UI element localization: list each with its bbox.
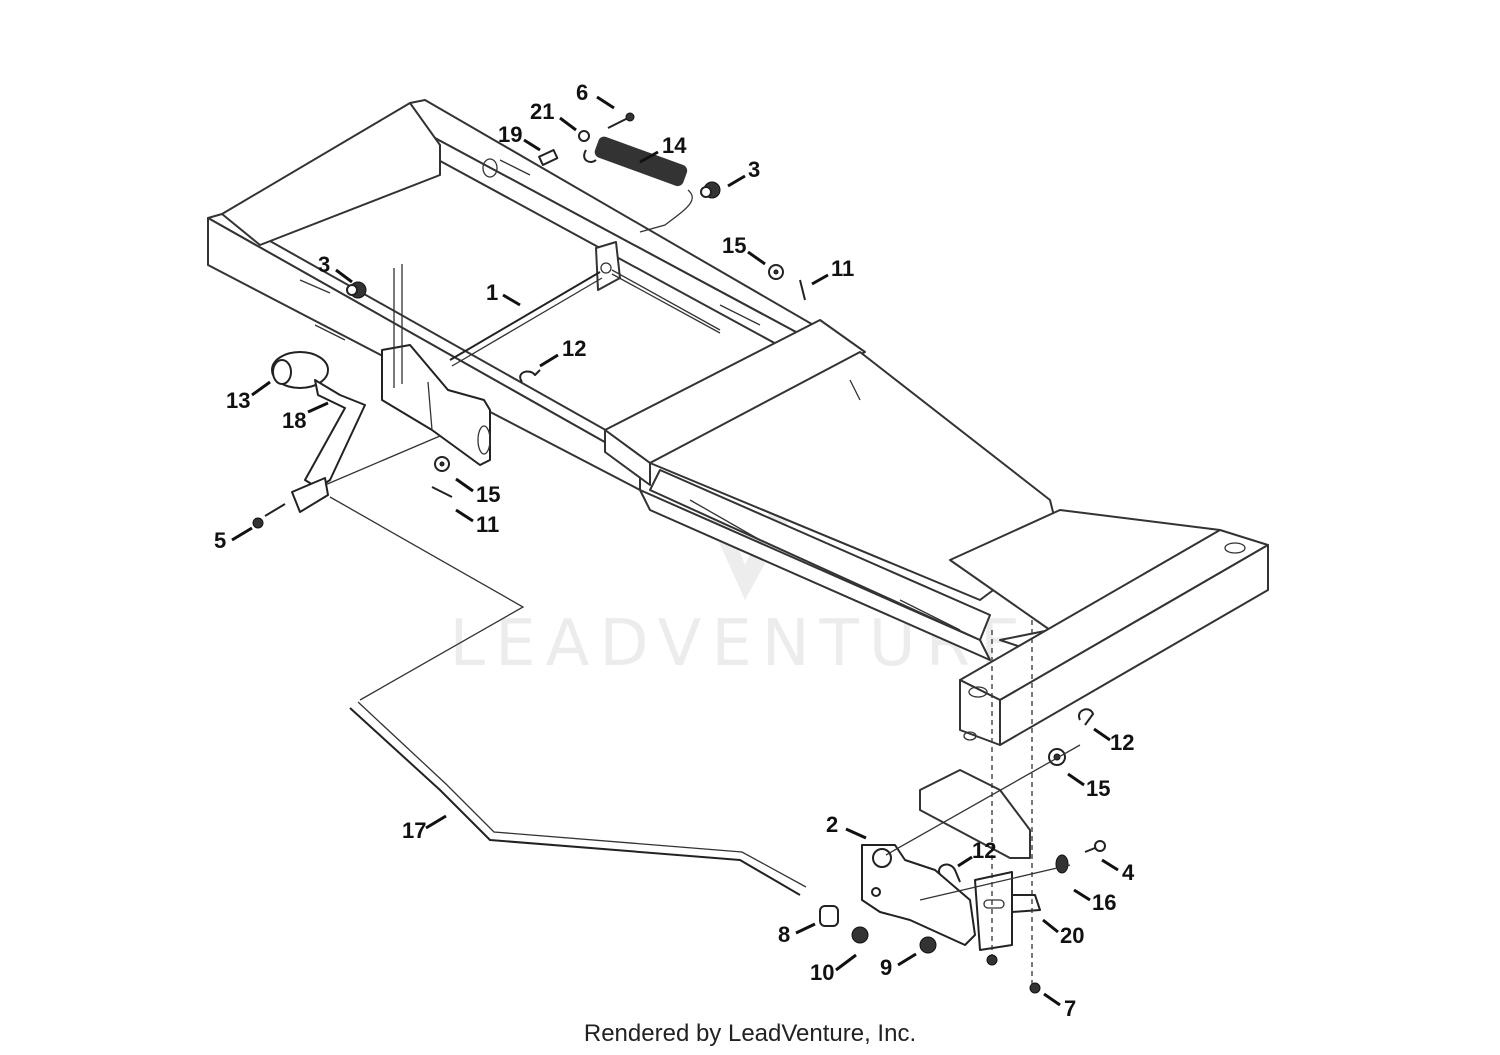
pin-11-b <box>431 486 453 498</box>
pin-11-a <box>799 279 806 301</box>
callout-15-left: 15 <box>476 482 500 507</box>
footer-credit: Rendered by LeadVenture, Inc. <box>583 1020 917 1047</box>
callout-labels: 6 21 19 14 3 15 11 3 1 12 13 18 15 11 5 … <box>214 80 1135 1021</box>
parts <box>252 112 1106 994</box>
callout-18: 18 <box>282 408 306 433</box>
callout-5: 5 <box>214 528 226 553</box>
callout-14: 14 <box>662 133 687 158</box>
spacer-16 <box>1055 854 1069 874</box>
callout-13: 13 <box>226 388 250 413</box>
callout-12-lever: 12 <box>972 838 996 863</box>
rod-17 <box>349 707 801 896</box>
nut-3-left <box>346 281 367 299</box>
callout-6: 6 <box>576 80 588 105</box>
callout-12-left: 12 <box>562 336 586 361</box>
callout-3-rear: 3 <box>748 157 760 182</box>
lever-plate-2 <box>861 844 976 946</box>
bushing-8 <box>819 905 839 927</box>
screw-7-b <box>1029 982 1041 994</box>
callout-2: 2 <box>826 812 838 837</box>
callout-12-front: 12 <box>1110 730 1134 755</box>
callout-3-left: 3 <box>318 252 330 277</box>
callout-4: 4 <box>1122 860 1135 885</box>
clip-12-a <box>519 369 541 383</box>
leader-lines <box>231 95 1119 1007</box>
pedal-pad-13 <box>271 351 329 389</box>
bolt-5 <box>252 517 264 529</box>
callout-9: 9 <box>880 955 892 980</box>
callout-7: 7 <box>1064 996 1076 1021</box>
callout-8: 8 <box>778 922 790 947</box>
nut-3-rear <box>700 181 721 199</box>
callout-11-left: 11 <box>476 512 499 537</box>
callout-16: 16 <box>1092 890 1116 915</box>
bolt-6 <box>607 117 629 129</box>
bracket-20 <box>974 871 1013 951</box>
clip-12-c <box>938 863 961 883</box>
callout-15-rear: 15 <box>722 233 746 258</box>
screw-7-a <box>986 954 998 966</box>
spacer-19 <box>538 148 559 166</box>
callout-1: 1 <box>486 280 498 305</box>
callout-10: 10 <box>810 960 834 985</box>
callout-21: 21 <box>530 99 554 124</box>
washer-21 <box>578 130 590 142</box>
frame-assembly <box>207 99 1269 859</box>
callout-19: 19 <box>498 122 522 147</box>
nut-10 <box>851 926 869 944</box>
clip-12-b <box>1078 708 1094 726</box>
callout-17: 17 <box>402 818 426 843</box>
callout-11-rear: 11 <box>831 256 854 281</box>
callout-20: 20 <box>1060 923 1084 948</box>
nut-9 <box>919 936 937 954</box>
callout-15-front: 15 <box>1086 776 1110 801</box>
lift-rod <box>449 271 601 361</box>
